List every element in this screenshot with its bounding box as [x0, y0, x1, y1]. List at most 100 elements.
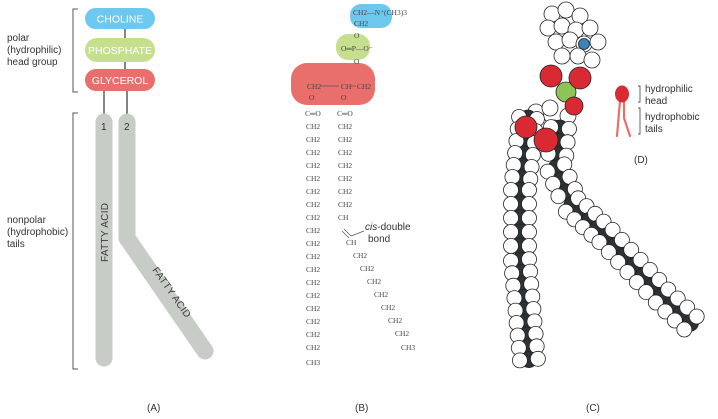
chain-1-hydrogen-atom [521, 224, 537, 240]
chain-2-number: 2 [124, 122, 130, 133]
chain-1-ch2: CH2 [306, 122, 320, 131]
chain-2-hydrogen-atom [628, 274, 645, 291]
chain-1-hydrogen-atom [503, 210, 519, 226]
oxygen-atom [568, 66, 592, 90]
chain-1-ch3: CH3 [306, 358, 320, 367]
phosphate-formula-box [336, 34, 370, 60]
chain-1-hydrogen-atom [503, 238, 519, 254]
oxygen-atom [539, 64, 563, 88]
chain-2-ch2: CH2 [395, 329, 409, 338]
glycerol-box: GLYCEROL [85, 69, 155, 91]
glycerol-formula-box [291, 63, 375, 105]
chain-1-hydrogen-atom [503, 196, 519, 212]
choline-o: O [354, 31, 360, 40]
chain-2-ch: CH [346, 238, 357, 247]
glycerol-ch2-2: CH2 [357, 82, 371, 91]
glycerol-label: GLYCEROL [92, 75, 149, 87]
chain-2-ch2: CH2 [381, 303, 395, 312]
chain-2-ch2: CH2 [360, 264, 374, 273]
icon-head-bracket [638, 85, 641, 103]
choline-box-fill [85, 8, 155, 29]
chain-2-residues: CH2 CH2 CH2 CH2 CH2 CH2 CH2 CH CH CH2 CH… [338, 122, 415, 352]
chain-1-ch2: CH2 [306, 174, 320, 183]
glycerol-hydrogen-atom [541, 99, 559, 117]
phosphate-label: PHOSPHATE [88, 45, 152, 57]
phosphate-formula: O═P—O⁻ [341, 44, 373, 53]
tails-label-line-3: tails [7, 239, 25, 250]
chain-2-hydrogen-atom [550, 188, 567, 205]
chain-2-ch2: CH2 [338, 135, 352, 144]
icon-head [615, 85, 629, 103]
tails-bracket [72, 112, 78, 370]
head-group-label-line-3: head group [7, 57, 58, 68]
choline-hydrogen-atom [569, 47, 587, 65]
chain-2-hydrogen-atom [559, 134, 576, 151]
head-group-label-line-2: (hydrophilic) [7, 45, 61, 56]
choline-hydrogen-atom [581, 19, 599, 37]
nitrogen-atom [578, 38, 590, 50]
chain-2-ch2: CH2 [353, 251, 367, 260]
chain-2-ch: CH [338, 213, 349, 222]
chain-1-ch2: CH2 [306, 291, 320, 300]
phosphate-o: O [354, 57, 360, 66]
chain-1-hydrogen-atom [521, 238, 537, 254]
phosphate-box-fill [85, 38, 155, 62]
chain-1-ch2: CH2 [306, 252, 320, 261]
ester-o-1: O [309, 93, 315, 102]
choline-hydrogen-atom [561, 31, 579, 49]
choline-hydrogen-atom [553, 47, 571, 65]
chain-1-ch2: CH2 [306, 213, 320, 222]
choline-box: CHOLINE [85, 8, 155, 29]
fatty-acid-1-label: FATTY ACID [100, 203, 111, 262]
panel-a: polar (hydrophilic) head group nonpolar … [7, 8, 214, 414]
chain-1-ch2: CH2 [306, 148, 320, 157]
chain-2-hydrogen-atom [623, 241, 640, 258]
cis-label-line-1: cis-double [365, 222, 411, 233]
glycerol-box-fill [85, 69, 155, 91]
chain-1-number: 1 [101, 122, 107, 133]
panel-d: hydrophilic head hydrophobic tails (D) [615, 84, 699, 166]
chain-1-ch2: CH2 [306, 330, 320, 339]
ester-o-2: O [341, 93, 347, 102]
chain-2-ch2: CH2 [388, 316, 402, 325]
head-group-label-line-1: polar [7, 33, 30, 44]
chain-2-ch3: CH3 [401, 343, 415, 352]
chain-1-ch2: CH2 [306, 343, 320, 352]
panel-b-caption: (B) [355, 403, 368, 414]
glycerol-ch2-1: CH2 [307, 82, 321, 91]
choline-hydrogen-atom [557, 1, 575, 19]
chain-1-ch2: CH2 [306, 135, 320, 144]
chain-2-ch2: CH2 [338, 161, 352, 170]
fatty-acid-tail-2 [118, 113, 214, 360]
choline-hydrogen-atom [539, 19, 557, 37]
chain-2-hydrogen-atom [600, 244, 617, 261]
chain-1-hydrogen-atom [530, 350, 546, 367]
icon-tail-1 [615, 99, 622, 138]
head-group-bracket [72, 8, 78, 93]
chain-2-ch2: CH2 [338, 148, 352, 157]
carbonyl-1: C═O [305, 109, 321, 118]
glycerol-ch: CH [341, 82, 352, 91]
chain-1-ch2: CH2 [306, 304, 320, 313]
chain-1-ch2: CH2 [306, 200, 320, 209]
icon-head-label-line-1: hydrophilic [645, 84, 693, 95]
oxygen-atom [514, 115, 538, 139]
chain-2-hydrogen-atom [642, 261, 658, 278]
chain-1-ch2: CH2 [306, 278, 320, 287]
chain-1-hydrogen-atom [512, 352, 528, 369]
chain-1-ch2: CH2 [306, 317, 320, 326]
choline-hydrogen-atom [583, 51, 601, 69]
choline-hydrogen-atom [547, 33, 565, 51]
chain-2-hydrogen-atom [591, 234, 608, 251]
chain-1-ch2: CH2 [306, 161, 320, 170]
tails-label-line-2: (hydrophobic) [7, 227, 68, 238]
icon-tails-label-line-1: hydrophobic [645, 112, 699, 123]
chain-2-ch2: CH2 [367, 277, 381, 286]
icon-head-label-line-2: head [645, 96, 667, 107]
chain-2-hydrogen-atom [604, 221, 621, 238]
chain-1-ch2: CH2 [306, 187, 320, 196]
chain-2-hydrogen-atom [638, 284, 654, 301]
cis-label-leader [350, 230, 365, 237]
